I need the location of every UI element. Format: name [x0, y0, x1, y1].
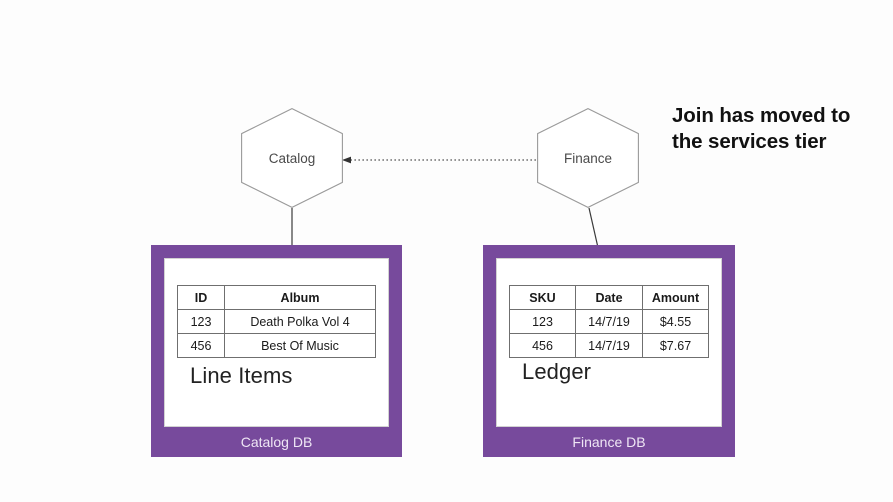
- dotted-call-arrow: [342, 156, 536, 164]
- database-body-catalog: ID Album 123 Death Polka Vol 4 456 Best …: [164, 258, 389, 427]
- column-header-id: ID: [177, 285, 225, 310]
- service-hexagon-catalog[interactable]: Catalog: [241, 108, 343, 208]
- database-card-finance[interactable]: SKU Date Amount 123 14/7/19 $4.55 456 14…: [483, 245, 735, 457]
- entity-name-ledger: Ledger: [522, 359, 592, 384]
- cell-sku: 456: [509, 333, 576, 358]
- dotted-call-arrowhead: [342, 156, 351, 164]
- database-body-finance: SKU Date Amount 123 14/7/19 $4.55 456 14…: [496, 258, 722, 427]
- entity-name-line-items: Line Items: [190, 363, 293, 388]
- column-header-album: Album: [224, 285, 376, 310]
- cell-album: Best Of Music: [224, 333, 376, 358]
- database-caption-finance: Finance DB: [572, 434, 646, 450]
- annotation-line-2: the services tier: [672, 130, 827, 153]
- column-header-sku: SKU: [509, 285, 576, 310]
- table-header-row: ID Album: [177, 285, 376, 310]
- annotation-headline: Join has moved to the services tier: [672, 103, 887, 155]
- annotation-line-1: Join has moved to: [672, 104, 851, 127]
- cell-amount: $4.55: [642, 309, 709, 334]
- column-header-amount: Amount: [642, 285, 709, 310]
- service-label-finance: Finance: [563, 150, 613, 166]
- cell-sku: 123: [509, 309, 576, 334]
- column-header-date: Date: [575, 285, 643, 310]
- table-header-row: SKU Date Amount: [509, 285, 709, 310]
- cell-amount: $7.67: [642, 333, 709, 358]
- cell-id: 456: [177, 333, 225, 358]
- cell-album: Death Polka Vol 4: [224, 309, 376, 334]
- table-row: 456 14/7/19 $7.67: [509, 333, 709, 358]
- database-card-catalog[interactable]: ID Album 123 Death Polka Vol 4 456 Best …: [151, 245, 402, 457]
- table-row: 123 Death Polka Vol 4: [177, 309, 376, 334]
- table-row: 123 14/7/19 $4.55: [509, 309, 709, 334]
- cell-date: 14/7/19: [575, 309, 643, 334]
- cell-id: 123: [177, 309, 225, 334]
- database-caption-catalog: Catalog DB: [240, 434, 313, 450]
- hexagon-shape: [537, 108, 639, 208]
- service-hexagon-finance[interactable]: Finance: [537, 108, 639, 208]
- table-row: 456 Best Of Music: [177, 333, 376, 358]
- cell-date: 14/7/19: [575, 333, 643, 358]
- hexagon-shape: [241, 108, 343, 208]
- table-line-items: ID Album 123 Death Polka Vol 4 456 Best …: [177, 285, 376, 358]
- service-label-catalog: Catalog: [268, 150, 316, 166]
- table-ledger: SKU Date Amount 123 14/7/19 $4.55 456 14…: [509, 285, 709, 358]
